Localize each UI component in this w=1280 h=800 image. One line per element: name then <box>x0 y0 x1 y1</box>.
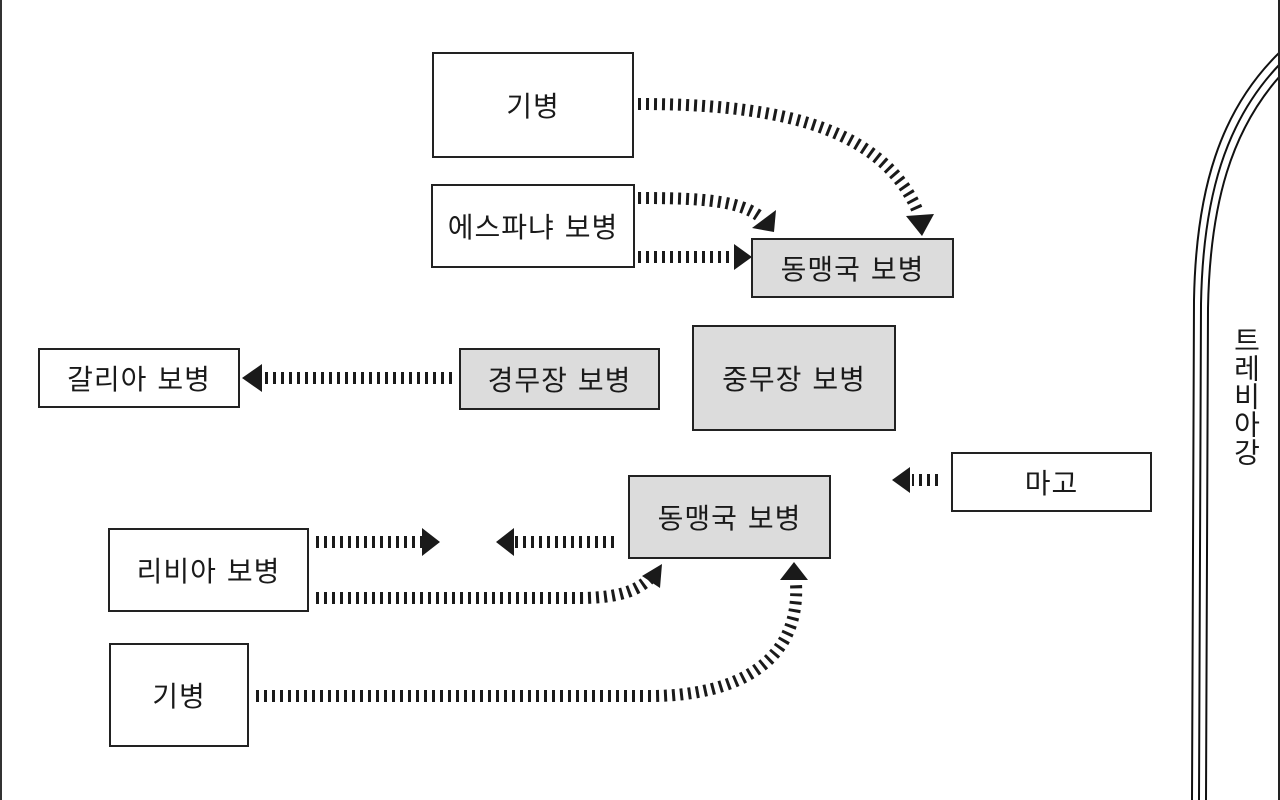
unit-gallic-infantry: 갈리아 보병 <box>38 348 240 408</box>
river-bank-line <box>1191 51 1280 800</box>
unit-libyan-infantry: 리비아 보병 <box>108 528 309 612</box>
unit-label: 마고 <box>1024 467 1079 500</box>
arrowhead <box>242 364 262 392</box>
arrowhead <box>780 562 808 580</box>
arrowhead <box>642 564 662 588</box>
unit-allied-infantry-bottom: 동맹국 보병 <box>628 475 831 559</box>
unit-label: 경무장 보병 <box>487 364 632 397</box>
frame-border <box>0 0 2 800</box>
unit-label: 갈리아 보병 <box>67 363 211 396</box>
arrowhead <box>422 528 440 556</box>
unit-allied-infantry-top: 동맹국 보병 <box>751 238 954 298</box>
river-bank-line <box>1205 75 1280 800</box>
arrow-libyan-curved <box>316 571 657 604</box>
unit-spanish-infantry: 에스파냐 보병 <box>431 184 635 268</box>
unit-cavalry-bottom: 기병 <box>109 643 249 747</box>
arrow-spanish-curved <box>637 192 766 223</box>
arrowhead <box>496 528 514 556</box>
river <box>1191 51 1280 800</box>
unit-label: 기병 <box>152 680 206 713</box>
unit-label: 리비아 보병 <box>136 555 281 588</box>
unit-label: 동맹국 보병 <box>657 502 802 535</box>
arrowhead <box>892 467 910 493</box>
unit-heavy-infantry: 중무장 보병 <box>692 325 896 431</box>
unit-light-infantry: 경무장 보병 <box>459 348 660 410</box>
unit-cavalry-top: 기병 <box>432 52 634 158</box>
unit-label: 중무장 보병 <box>722 363 866 396</box>
unit-label: 동맹국 보병 <box>780 253 925 286</box>
river-label: 트레비아강 <box>1229 326 1262 466</box>
unit-label: 에스파냐 보병 <box>447 211 619 244</box>
unit-mago: 마고 <box>951 452 1152 512</box>
river-bank-line <box>1198 63 1280 800</box>
arrowhead <box>734 244 752 270</box>
arrow-cavalry-top-to-allied <box>637 98 924 215</box>
arrowhead <box>752 210 776 232</box>
unit-label: 기병 <box>506 90 560 123</box>
arrowhead <box>906 214 934 236</box>
